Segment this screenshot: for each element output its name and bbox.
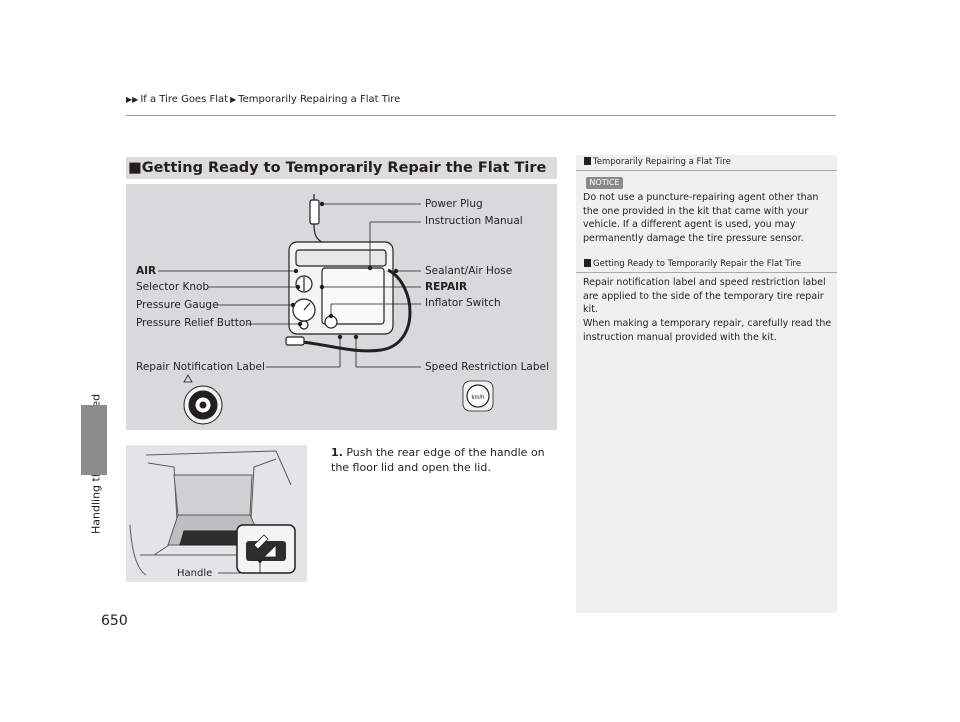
note-2-title[interactable]: Getting Ready to Temporarily Repair the … [584, 259, 801, 269]
breadcrumb: ▶▶If a Tire Goes Flat▶Temporarily Repair… [126, 94, 400, 105]
step-1-number: 1. [331, 446, 343, 459]
label-inflator-switch: Inflator Switch [425, 297, 501, 309]
label-sealant-air-hose: Sealant/Air Hose [425, 265, 513, 277]
label-speed-restriction: Speed Restriction Label [425, 361, 549, 373]
note-2-rule [576, 272, 837, 273]
step-1-text: Push the rear edge of the handle on the … [331, 446, 545, 474]
section-heading: ■Getting Ready to Temporarily Repair the… [126, 157, 557, 179]
note-2-para-1: Repair notification label and speed rest… [583, 277, 826, 315]
speed-restriction-sticker: km/h [462, 380, 494, 412]
header-rule [126, 115, 836, 116]
notice-badge: NOTICE [586, 177, 623, 189]
note-1-text: Do not use a puncture-repairing agent ot… [583, 192, 819, 244]
chapter-tab[interactable] [81, 405, 107, 475]
note-2-para-2: When making a temporary repair, carefull… [583, 318, 832, 343]
breadcrumb-part-2[interactable]: Temporarily Repairing a Flat Tire [238, 94, 401, 105]
breadcrumb-arrows: ▶▶ [126, 95, 139, 104]
repair-notification-sticker [183, 374, 223, 425]
svg-text:km/h: km/h [471, 395, 484, 401]
breadcrumb-part-1[interactable]: If a Tire Goes Flat [140, 94, 229, 105]
label-handle: Handle [175, 568, 215, 579]
page-number: 650 [101, 613, 128, 629]
cargo-area-photo [126, 445, 307, 582]
arrow-down-icon [263, 544, 277, 558]
label-instruction-manual: Instruction Manual [425, 215, 523, 227]
label-pressure-relief-button: Pressure Relief Button [136, 317, 252, 329]
label-repair: REPAIR [425, 281, 468, 293]
note-1-title[interactable]: Temporarily Repairing a Flat Tire [584, 157, 731, 167]
note-1-rule [576, 170, 837, 171]
arrow-up-icon [253, 534, 269, 550]
note-reference-icon [584, 157, 591, 165]
label-power-plug: Power Plug [425, 198, 483, 210]
label-air: AIR [136, 265, 157, 277]
repair-kit-illustration: km/h [158, 194, 494, 425]
step-1: 1. Push the rear edge of the handle on t… [331, 445, 556, 475]
cargo-area-illustration [126, 445, 307, 582]
breadcrumb-separator: ▶ [230, 95, 237, 104]
label-repair-notification: Repair Notification Label [136, 361, 265, 373]
repair-kit-diagram: km/h [126, 184, 557, 430]
label-selector-knob: Selector Knob [136, 281, 210, 293]
note-reference-icon [584, 259, 591, 267]
notes-column [576, 155, 837, 613]
label-pressure-gauge: Pressure Gauge [136, 299, 219, 311]
